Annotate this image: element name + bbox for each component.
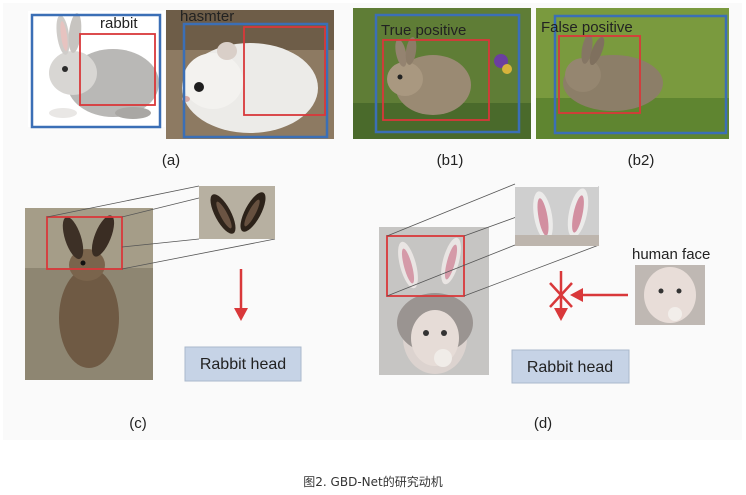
figure-gbd-net-motivation: rabbit hasmter (a) bbox=[3, 3, 742, 440]
zoom-line bbox=[121, 238, 200, 248]
b2-red-box bbox=[558, 35, 641, 114]
girl-red-box bbox=[386, 235, 465, 297]
result-text-d: Rabbit head bbox=[527, 359, 613, 376]
rabbit-label: rabbit bbox=[100, 15, 138, 32]
zoom-line bbox=[386, 183, 516, 237]
human-face-label: human face bbox=[632, 246, 710, 263]
figure-caption: 图2. GBD-Net的研究动机 bbox=[303, 475, 443, 489]
zoom-line bbox=[121, 238, 276, 270]
arrow-down-d-head bbox=[554, 308, 568, 321]
panel-b1-label: (b1) bbox=[437, 152, 464, 169]
zoomed-ears-photo bbox=[199, 186, 275, 239]
hamster-blue-box bbox=[182, 22, 329, 139]
b2-blue-box bbox=[553, 14, 728, 135]
figure-canvas: rabbit hasmter (a) bbox=[25, 8, 729, 432]
rabbit-red-box bbox=[79, 33, 156, 106]
arrow-down-head bbox=[234, 308, 248, 321]
zoom-line bbox=[46, 185, 200, 218]
zoom-line bbox=[121, 197, 200, 218]
panel-d-label: (d) bbox=[534, 415, 552, 432]
true-positive-label: True positive bbox=[381, 22, 466, 39]
hare-red-box bbox=[46, 216, 123, 270]
panel-a: rabbit hasmter (a) bbox=[28, 8, 334, 169]
hamster-red-box bbox=[243, 26, 326, 116]
zoom-line bbox=[386, 244, 516, 297]
result-text-c: Rabbit head bbox=[200, 356, 286, 373]
cross-mark bbox=[549, 282, 573, 308]
result-box-d bbox=[511, 349, 630, 384]
result-box-c bbox=[184, 346, 302, 382]
arrow-left-head bbox=[570, 288, 583, 302]
hamster-photo bbox=[166, 10, 334, 139]
false-positive-photo bbox=[536, 8, 729, 139]
zoom-line bbox=[463, 244, 600, 297]
panel-d: human face Rabbit head (d) bbox=[379, 183, 710, 432]
panel-c: Rabbit head (c) bbox=[25, 185, 302, 432]
hare-photo bbox=[25, 208, 153, 380]
panel-a-label: (a) bbox=[162, 152, 180, 169]
panel-c-label: (c) bbox=[129, 415, 147, 432]
human-face-photo bbox=[635, 265, 705, 325]
b1-blue-box bbox=[374, 13, 521, 134]
b1-red-box bbox=[382, 39, 490, 121]
panel-b2: False positive (b2) bbox=[536, 8, 729, 169]
false-positive-label: False positive bbox=[541, 19, 633, 36]
panel-b2-label: (b2) bbox=[628, 152, 655, 169]
rabbit-photo bbox=[28, 11, 165, 127]
zoomed-bunny-ears-photo bbox=[515, 187, 599, 246]
rabbit-blue-box bbox=[30, 13, 162, 129]
bunny-ears-girl-photo bbox=[379, 227, 489, 375]
hamster-label: hasmter bbox=[180, 8, 234, 25]
panel-b1: True positive (b1) bbox=[353, 8, 531, 169]
